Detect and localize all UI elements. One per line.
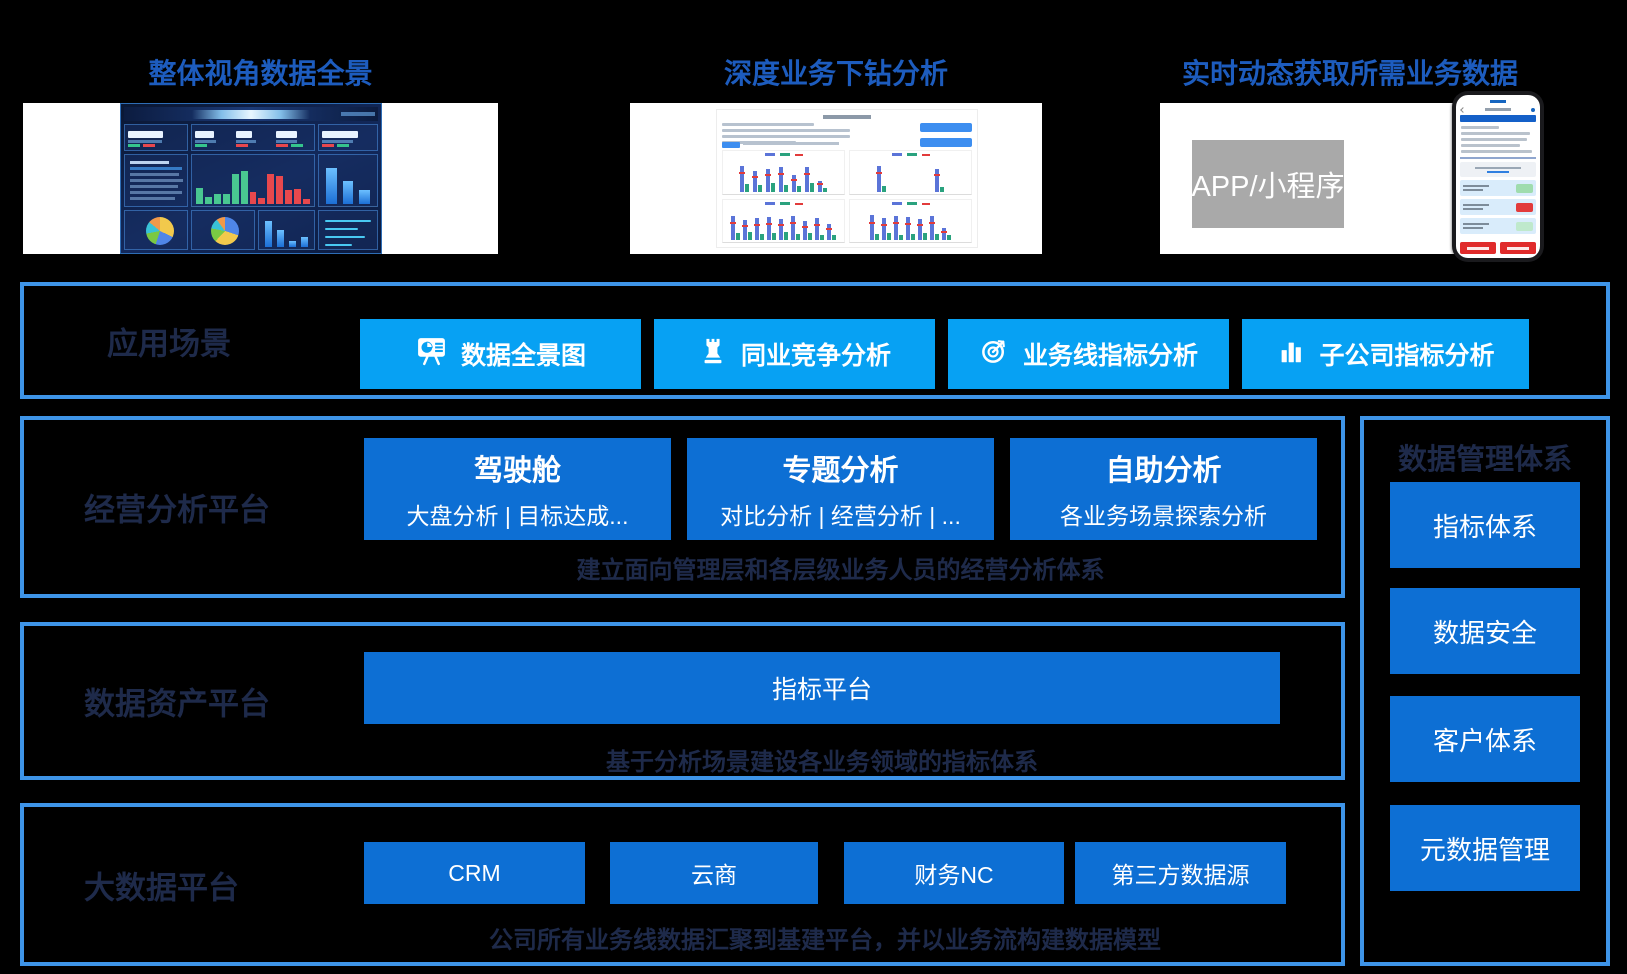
bell-icon: [1531, 107, 1535, 112]
scenario-button-label: 数据全景图: [460, 342, 586, 370]
filter-text-lines: [722, 123, 850, 148]
source-button-third-party: 第三方数据源: [1075, 842, 1286, 904]
sidebar-item-metadata-management: 元数据管理: [1390, 805, 1580, 891]
phone-banner-bar: [1460, 115, 1536, 122]
scenario-button-label: 子公司指标分析: [1319, 342, 1495, 370]
data-asset-caption: 基于分析场景建设各业务领域的指标体系: [606, 749, 1038, 776]
card-title: 驾驶舱: [473, 455, 561, 487]
sidebar-item-customer-system: 客户体系: [1390, 696, 1580, 782]
scenario-button-business-line-metrics: 业务线指标分析: [948, 319, 1229, 389]
data-asset-platform-box: 数据资产平台 指标平台 基于分析场景建设各业务领域的指标体系: [20, 622, 1345, 780]
big-data-platform-box: 大数据平台 CRM 云商 财务NC 第三方数据源 公司所有业务线数据汇聚到基建平…: [20, 803, 1345, 966]
pie-chart-panel: [124, 210, 188, 250]
scenario-button-label: 同业竞争分析: [740, 342, 891, 370]
phone-footer-buttons: [1456, 239, 1540, 256]
section-title-realtime: 实时动态获取所需业务数据: [1181, 58, 1518, 89]
back-chevron-icon: [1460, 106, 1466, 113]
phone-divider: [1460, 157, 1536, 159]
card-cockpit: 驾驶舱 大盘分析 | 目标达成...: [364, 438, 671, 540]
bar-chart-panel: [258, 210, 315, 250]
chess-rook-icon: [698, 336, 728, 373]
app-mini-program-label: APP/小程序: [1191, 171, 1345, 203]
phone-content-preview: [1460, 162, 1536, 177]
scenario-button-data-panorama: 数据全景图: [360, 319, 641, 389]
bar-chart-icon: [1276, 336, 1306, 373]
mini-bar-chart: [849, 150, 972, 195]
source-button-crm: CRM: [364, 842, 585, 904]
scenario-button-label: 业务线指标分析: [1022, 342, 1198, 370]
blue-bar-chart-panel: [318, 154, 378, 207]
card-subtitle: 各业务场景探索分析: [1060, 503, 1267, 529]
kpi-panel: [124, 124, 188, 152]
data-management-system-title: 数据管理体系: [1397, 444, 1572, 476]
source-button-finance-nc: 财务NC: [844, 842, 1064, 904]
metric-platform-button: 指标平台: [364, 652, 1280, 724]
list-panel: [318, 210, 378, 250]
dashboard-header-banner: [124, 107, 378, 122]
section-title-overview: 整体视角数据全景: [148, 58, 373, 89]
application-scenarios-box: 应用场景 数据全景图 同业竞争分析: [20, 282, 1610, 399]
phone-nav-bar: [1456, 105, 1540, 114]
phone-customer-card: [1460, 180, 1536, 196]
mini-bar-chart: [722, 150, 845, 195]
scenario-button-subsidiary-metrics: 子公司指标分析: [1242, 319, 1529, 389]
sidebar-item-data-security: 数据安全: [1390, 588, 1580, 674]
phone-screen: [1456, 95, 1540, 258]
presentation-chart-icon: [415, 334, 448, 374]
data-asset-platform-label: 数据资产平台: [84, 686, 270, 722]
card-subtitle: 对比分析 | 经营分析 | ...: [720, 503, 961, 529]
thumbnail-title-bar: [823, 115, 871, 119]
scenario-button-competitor-analysis: 同业竞争分析: [654, 319, 935, 389]
table-panel: [124, 154, 188, 207]
card-self-service-analysis: 自助分析 各业务场景探索分析: [1010, 438, 1317, 540]
dark-dashboard-thumbnail: [120, 103, 382, 254]
business-analysis-caption: 建立面向管理层和各层级业务人员的经营分析体系: [576, 557, 1105, 584]
business-analysis-platform-label: 经营分析平台: [84, 492, 270, 528]
card-subtitle: 大盘分析 | 目标达成...: [406, 503, 629, 529]
business-analysis-platform-box: 经营分析平台 驾驶舱 大盘分析 | 目标达成... 专题分析 对比分析 | 经营…: [20, 416, 1345, 598]
application-scenarios-label: 应用场景: [107, 326, 231, 361]
target-arrow-icon: [979, 335, 1010, 373]
pie-chart-panel: [191, 210, 255, 250]
sidebar-item-metric-system: 指标体系: [1390, 482, 1580, 568]
grouped-bar-chart-panel: [191, 154, 315, 207]
kpi-panel: [318, 124, 378, 152]
drilldown-dashboard-thumbnail: [716, 109, 978, 248]
card-title: 自助分析: [1105, 455, 1222, 487]
mini-bar-chart: [849, 198, 972, 243]
phone-status-bar: [1456, 97, 1540, 105]
phone-customer-card: [1460, 218, 1536, 234]
kpi-panel-wide: [191, 124, 315, 152]
card-special-topic-analysis: 专题分析 对比分析 | 经营分析 | ...: [687, 438, 994, 540]
phone-customer-card: [1460, 199, 1536, 215]
big-data-caption: 公司所有业务线数据汇聚到基建平台，并以业务流构建数据模型: [489, 927, 1161, 954]
phone-mockup: [1452, 91, 1544, 262]
mini-bar-chart: [722, 198, 845, 243]
big-data-platform-label: 大数据平台: [84, 870, 239, 905]
source-button-yunshang: 云商: [610, 842, 818, 904]
data-management-system-box: 数据管理体系 指标体系 数据安全 客户体系 元数据管理: [1360, 416, 1610, 966]
app-mini-program-box: APP/小程序: [1191, 140, 1345, 228]
thumbnail-action-buttons: [920, 123, 972, 147]
card-title: 专题分析: [782, 455, 899, 487]
section-title-drilldown: 深度业务下钻分析: [723, 58, 948, 89]
